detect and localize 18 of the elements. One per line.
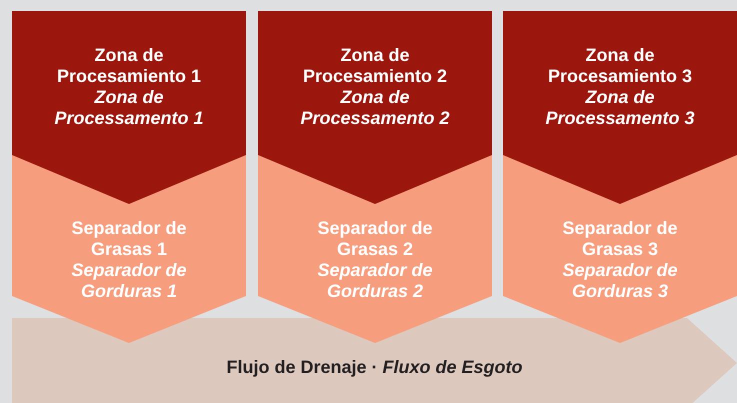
node-label: Flujo de Drenaje · Fluxo de Esgoto [226,357,523,378]
flow-arrow [12,318,737,403]
node-label: Zona de Processamento 2 [299,87,451,129]
node-label: Separador de Grasas 1 [70,218,188,260]
node-label: Zona de Procesamiento 2 [302,45,448,87]
node-label: Separador de Gorduras 3 [561,260,679,302]
chevron-box [503,155,737,343]
chevron-box [503,11,737,204]
node-label: Separador de Grasas 3 [561,218,679,260]
node-label: Zona de Processamento 3 [544,87,696,129]
chevron-box [258,11,492,204]
node-label: Zona de Procesamiento 3 [546,45,694,87]
chevron-box [12,11,246,204]
node-label: Separador de Gorduras 1 [70,260,188,302]
node-label: Separador de Gorduras 2 [316,260,434,302]
node-label: Zona de Procesamiento 1 [56,45,202,87]
node-label: Zona de Processamento 1 [53,87,205,129]
node-label: Separador de Grasas 2 [316,218,434,260]
